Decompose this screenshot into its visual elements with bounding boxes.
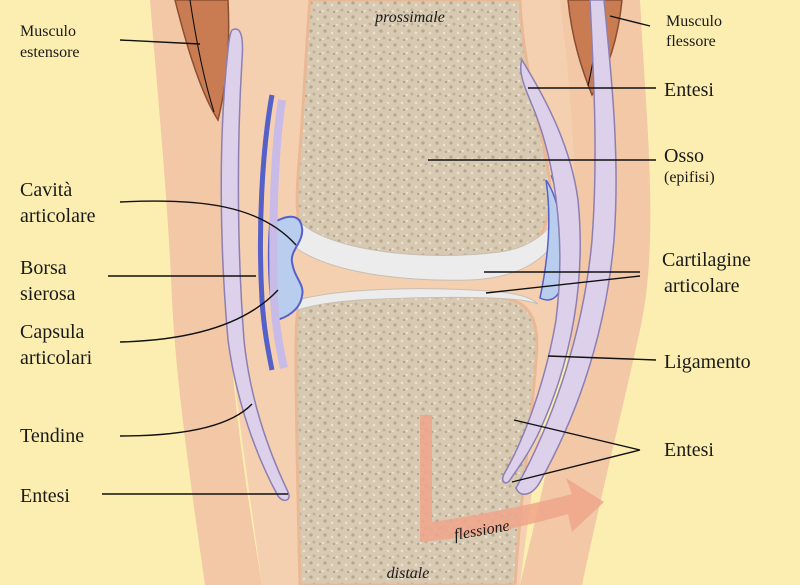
label-bursa-2: sierosa (20, 283, 76, 305)
flexion-arrow (420, 415, 604, 542)
joint-capsule (257, 94, 275, 371)
label-bursa-1: Borsa (20, 257, 67, 279)
label-flexor-2: flessore (666, 33, 716, 50)
label-flexor-1: Musculo (666, 13, 722, 30)
label-capsule-1: Capsula (20, 321, 85, 343)
label-extensor-2: estensore (20, 44, 80, 61)
leader-enthesis-br-1 (513, 419, 641, 451)
extensor-muscle (174, 0, 230, 122)
label-tendon: Tendine (20, 425, 84, 447)
proximal-bone (295, 0, 552, 266)
label-cavity-2: articolare (20, 205, 96, 227)
label-cavity-1: Cavità (20, 179, 72, 201)
right-outer-tendon (515, 0, 617, 495)
label-cartilage-1: Cartilagine (662, 249, 751, 271)
label-capsule-2: articolari (20, 347, 93, 369)
label-cartilage-2: articolare (664, 275, 740, 297)
label-proximal: prossimale (374, 9, 445, 26)
left-tendon (220, 28, 290, 502)
label-enthesis-top: Entesi (664, 79, 714, 101)
leader-flexor (609, 15, 651, 27)
leader-ligament (547, 355, 657, 361)
right-ligament (501, 58, 581, 484)
distal-bone (294, 294, 539, 585)
label-extensor-1: Musculo (20, 23, 76, 40)
extensor-muscle-fiber (189, 0, 215, 113)
leader-tendon (119, 403, 253, 437)
label-enthesis-bl: Entesi (20, 485, 70, 507)
label-distal: distale (387, 565, 430, 582)
label-bone-sub: (epifisi) (664, 169, 715, 186)
joint-capsule-inner (269, 99, 288, 369)
leader-enthesis-br-2 (511, 449, 641, 483)
label-bone: Osso (664, 145, 704, 167)
label-ligament: Ligamento (664, 351, 751, 373)
soft-tissue-left (150, 0, 262, 585)
lower-cartilage (297, 288, 539, 311)
leader-extensor (119, 39, 201, 45)
leader-cavity (119, 200, 297, 246)
leader-cartilage-2 (485, 275, 641, 294)
label-enthesis-br: Entesi (664, 439, 714, 461)
leader-capsule (119, 289, 279, 343)
